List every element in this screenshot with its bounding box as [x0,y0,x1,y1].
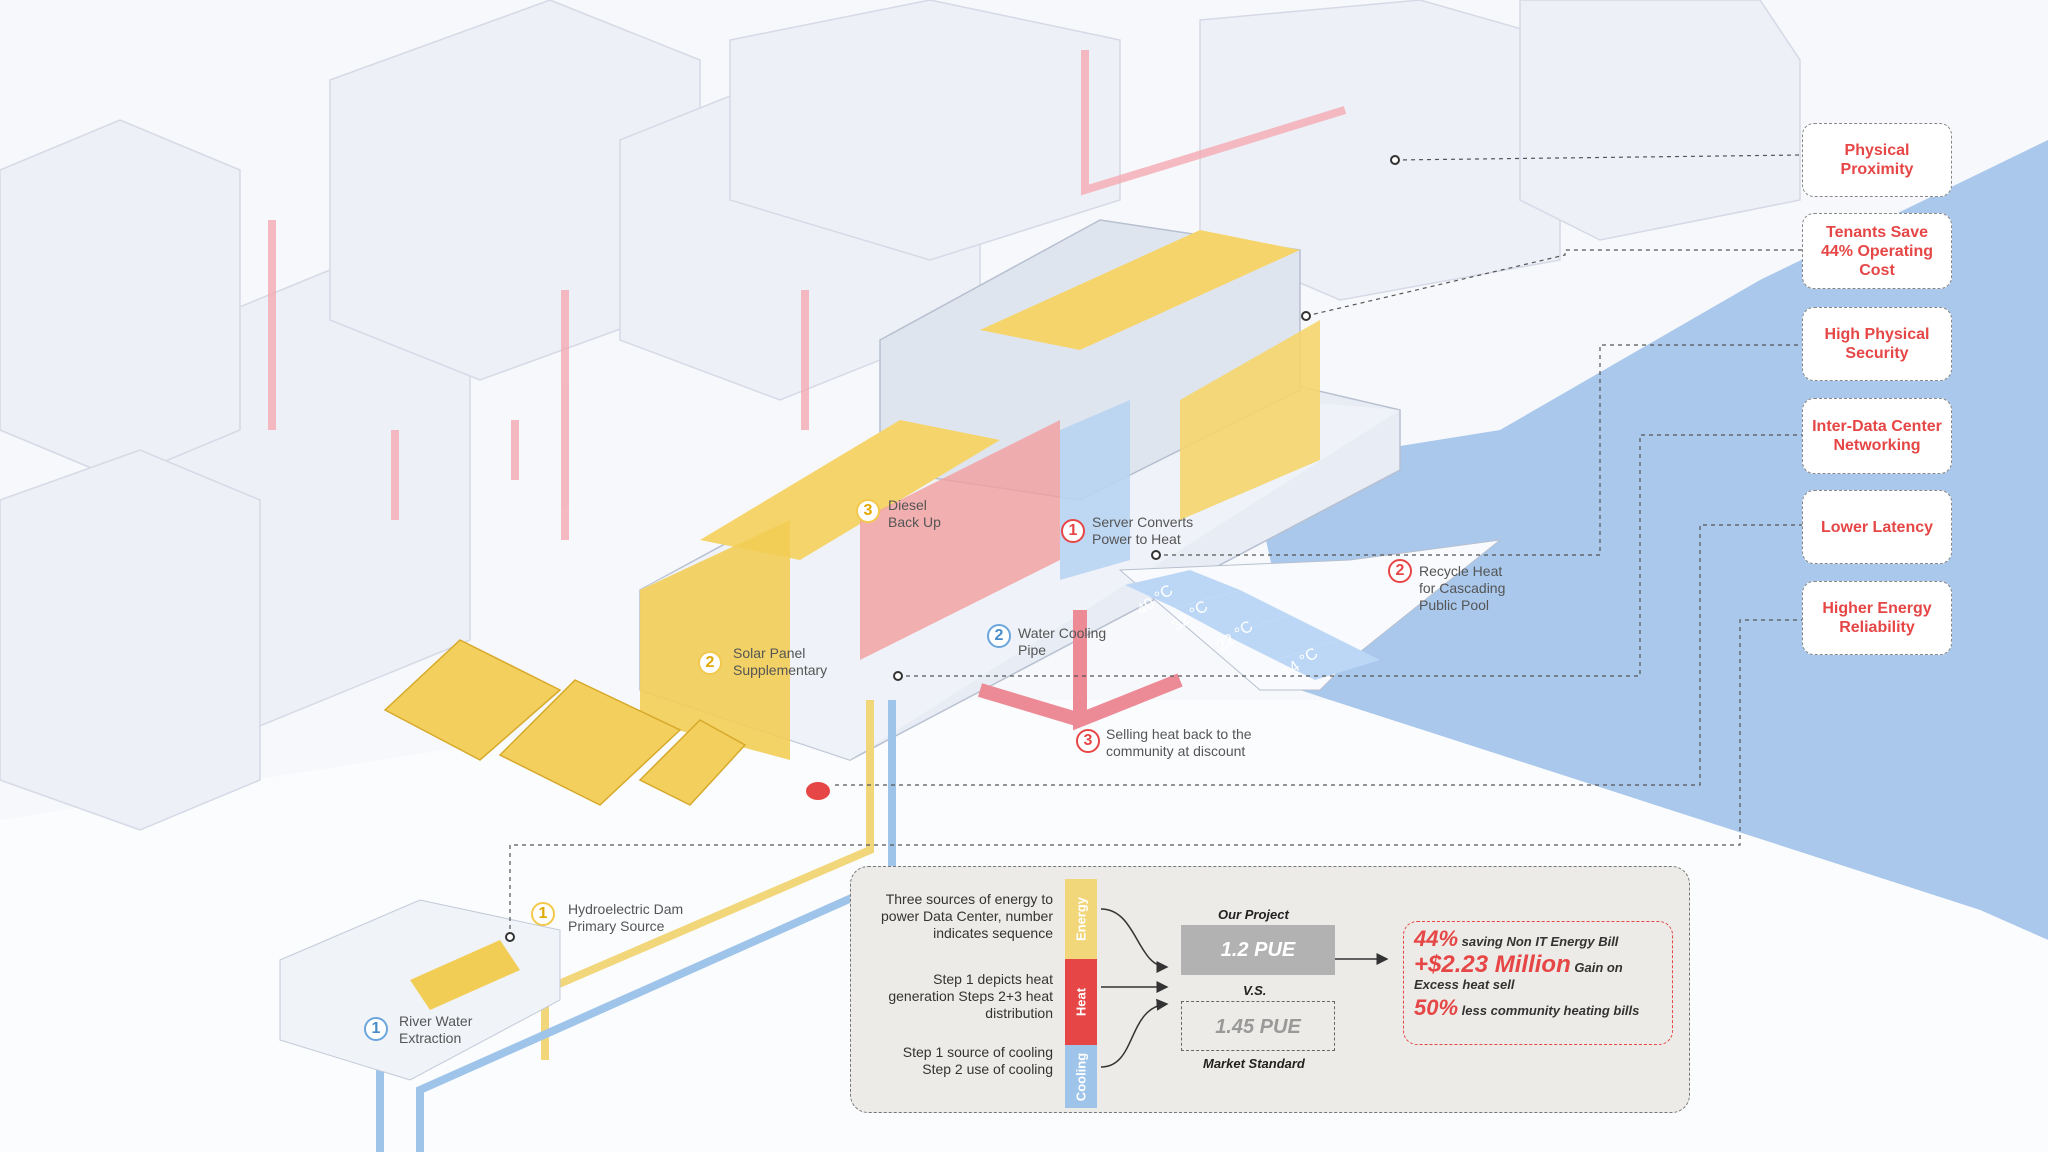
callout-tenants-save: Tenants Save 44% Operating Cost [1802,213,1952,289]
results-box: 44% saving Non IT Energy Bill +$2.23 Mil… [1403,921,1673,1045]
heat-pipe [977,610,1183,731]
data-center-building [639,219,1401,761]
callout-higher-energy-reliability: Higher Energy Reliability [1802,581,1952,655]
recycle-number: 2 [1388,559,1412,583]
result-million: +$2.23 Million [1414,951,1571,978]
legend-arrows [1100,908,1389,1068]
solar-label: Solar Panel Supplementary [733,645,828,678]
solar-panels [383,639,747,806]
callout-lower-latency: Lower Latency [1802,490,1952,564]
river-label: River Water Extraction [399,1013,473,1046]
result-million-text: Gain on Excess heat sell [1414,960,1623,992]
hydro-label: Hydroelectric Dam Primary Source [568,901,684,934]
surrounding-buildings [0,0,1801,831]
cooling-pipe-label: Water Cooling Pipe [1018,625,1107,658]
diesel-number: 3 [856,499,880,523]
legend-energy-bar: Energy [1065,879,1097,959]
result-50-text: less community heating bills [1461,1003,1640,1018]
result-44: 44% [1414,926,1459,951]
server-label: Server Converts Power to Heat [1092,514,1194,547]
vs-label: V.S. [1243,983,1267,998]
leader-dots [505,155,1400,942]
legend-panel: Three sources of energy to power Data Ce… [850,866,1690,1113]
market-pue-box: 1.45 PUE [1181,1001,1335,1051]
result-44-text: saving Non IT Energy Bill [1461,934,1619,949]
cooling-pipe-number: 2 [987,624,1011,648]
callout-inter-data-center: Inter-Data Center Networking [1802,398,1952,474]
legend-energy-text: Three sources of energy to power Data Ce… [881,891,1053,941]
callout-physical-proximity: Physical Proximity [1802,123,1952,197]
callout-leaders [509,154,1803,937]
diesel-tank [806,782,830,800]
diesel-label: Diesel Back Up [888,497,941,530]
hydro-number: 1 [531,902,555,926]
legend-cooling-bar: Cooling [1065,1045,1097,1108]
recycle-label: Recycle Heat for Cascading Public Pool [1419,563,1506,613]
result-50: 50% [1414,995,1459,1020]
legend-cooling-text: Step 1 source of cooling Step 2 use of c… [902,1044,1053,1077]
selling-number: 3 [1076,729,1100,753]
our-pue-box: 1.2 PUE [1181,925,1335,975]
legend-heat-bar: Heat [1065,959,1097,1045]
callout-high-physical-security: High Physical Security [1802,307,1952,381]
our-project-label: Our Project [1218,907,1289,922]
river-number: 1 [364,1017,388,1041]
server-number: 1 [1061,519,1085,543]
hydroelectric-dam [279,899,561,1081]
selling-label: Selling heat back to the community at di… [1106,726,1252,759]
legend-heat-text: Step 1 depicts heat generation Steps 2+3… [888,971,1053,1021]
market-standard-label: Market Standard [1203,1056,1305,1071]
district-heat-lines [268,50,1347,540]
solar-number: 2 [698,651,722,675]
